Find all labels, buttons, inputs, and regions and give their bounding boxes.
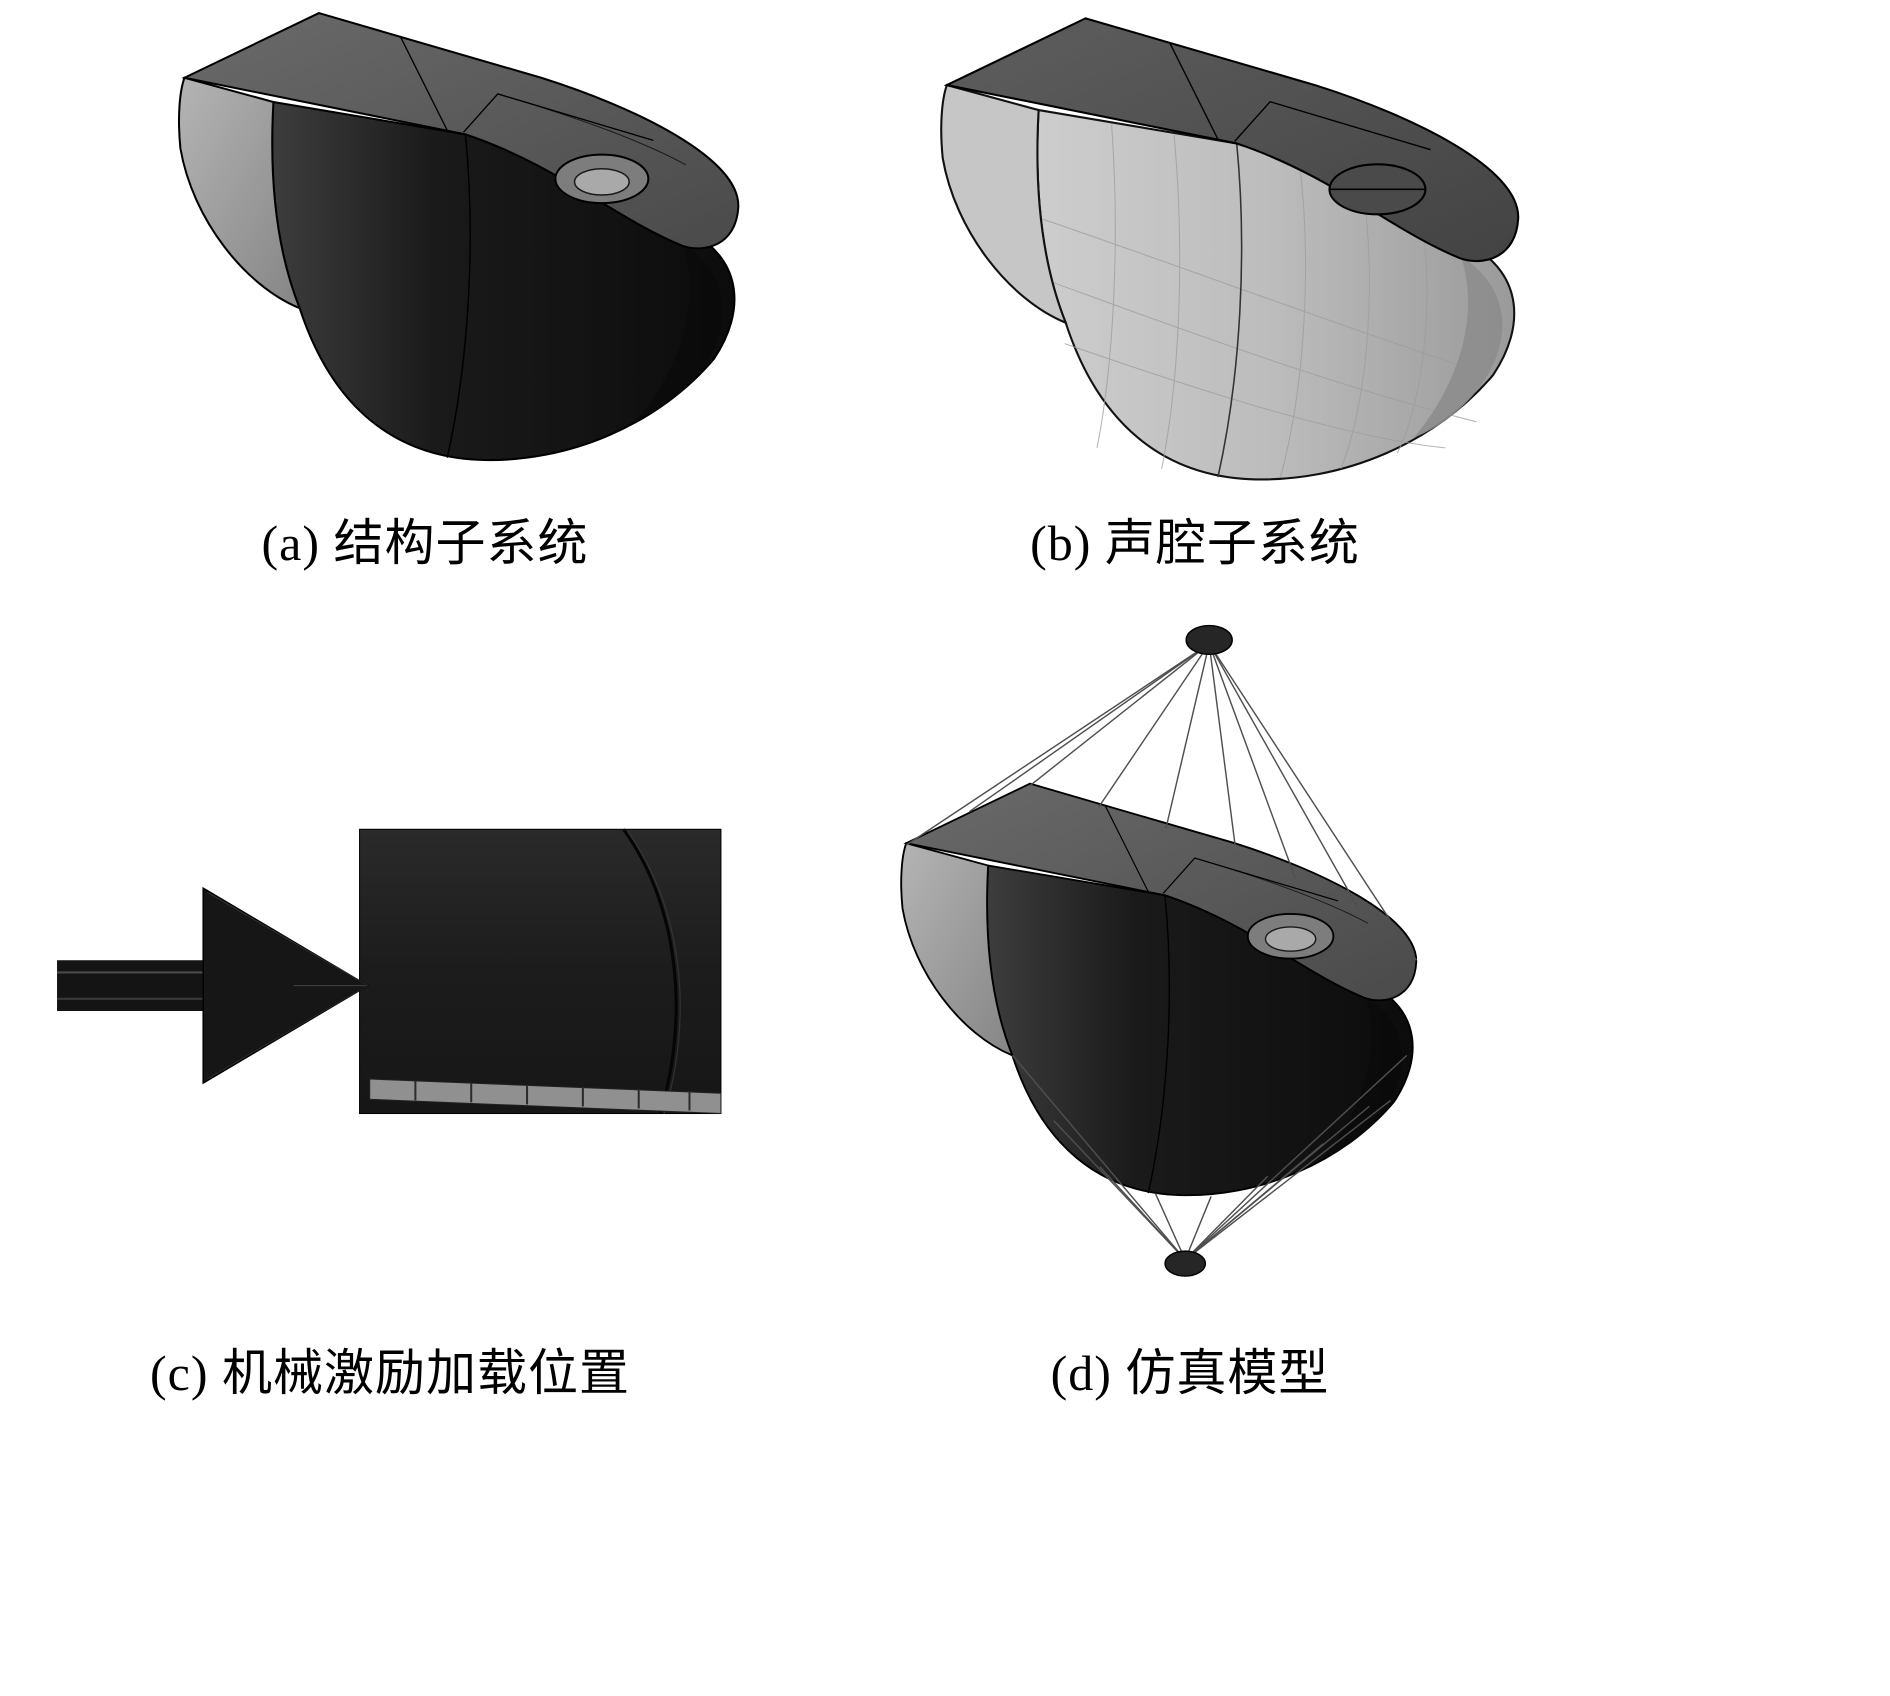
caption-b: (b) 声腔子系统: [1030, 515, 1360, 571]
keel-strip: [369, 1078, 722, 1115]
cavity-body-seam: [1217, 143, 1243, 478]
hull-seam-highlight: [627, 830, 681, 1114]
cavity-subsystem-render: [940, 17, 1520, 481]
lower-mount-node: [1164, 1250, 1207, 1277]
cavity-mesh-lines: [1040, 124, 1490, 478]
cavity-left-cap: [940, 83, 1068, 325]
lower-mount-lines: [1011, 1054, 1408, 1261]
hull-seam-curve: [622, 828, 678, 1114]
caption-a: (a) 结构子系统: [261, 515, 589, 571]
simulation-pod-model: [900, 782, 1418, 1197]
caption-d: (d) 仿真模型: [1050, 1345, 1330, 1401]
cavity-head-plate-edge: [1234, 100, 1431, 151]
structure-pod-model: [177, 12, 740, 462]
upper-mount-node: [1185, 624, 1233, 656]
excitation-position-render: [57, 828, 722, 1115]
upper-mount-lines: [905, 643, 1418, 961]
hull-closeup-plate: [359, 828, 722, 1115]
cavity-right-rim: [1413, 256, 1503, 438]
cavity-pod-model: [940, 17, 1520, 481]
structure-subsystem-render: [177, 12, 740, 462]
caption-c: (c) 机械激励加载位置: [150, 1345, 630, 1401]
cavity-deck-seam: [1169, 43, 1219, 140]
excitation-arrow-icon: [57, 886, 370, 1085]
simulation-model-render: [900, 624, 1418, 1277]
